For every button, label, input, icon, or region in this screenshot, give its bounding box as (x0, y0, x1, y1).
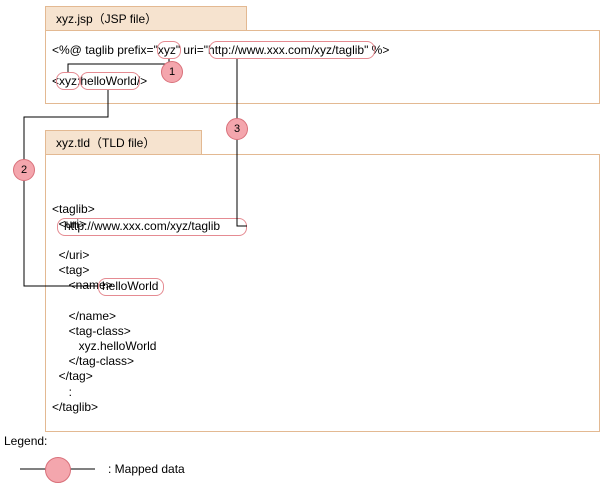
tag-name: helloWorld (80, 74, 137, 88)
jsp-directive-line: <%@ taglib prefix="xyz" uri="http://www.… (52, 43, 389, 58)
connector-uri (236, 59, 247, 227)
mapping-badge-2: 2 (13, 159, 35, 181)
tld-file-tab-label: xyz.tld（TLD file） (56, 136, 156, 150)
jsp-tag-prefix-highlight (56, 72, 80, 90)
jsp-file-tab-label: xyz.jsp（JSP file） (56, 12, 158, 26)
tld-name-value: helloWorld (102, 279, 159, 293)
jsp-uri-highlight (209, 41, 375, 59)
tld-file-panel (45, 154, 600, 432)
tag-colon: : (77, 74, 81, 88)
tld-line: xyz.helloWorld (52, 339, 157, 354)
tld-line: </tag-class> (52, 354, 135, 369)
legend-badge-icon (45, 457, 71, 483)
directive-close: " %> (364, 43, 390, 57)
tld-name-highlight (98, 278, 164, 296)
tld-line: </uri> (52, 247, 90, 262)
tld-line: </tag> (52, 369, 93, 384)
jsp-prefix-highlight (157, 41, 181, 59)
directive-uri-value: http://www.xxx.com/xyz/taglib (208, 43, 365, 57)
tag-close: /> (136, 74, 148, 88)
tld-line: </name> (52, 308, 117, 323)
mapping-badge-3: 3 (226, 118, 248, 140)
tld-line: <uri> (52, 217, 87, 232)
jsp-file-tab: xyz.jsp（JSP file） (45, 6, 247, 30)
jsp-tag-name-highlight (80, 72, 140, 90)
connector-tag-name (23, 90, 109, 287)
directive-open: <%@ taglib prefix=" (52, 43, 158, 57)
tld-uri-highlight (57, 218, 247, 236)
legend-title: Legend: (4, 434, 48, 448)
directive-uri-attr: " uri=" (175, 43, 209, 57)
tld-uri-value: http://www.xxx.com/xyz/taglib (64, 219, 221, 233)
tag-open: < (52, 74, 60, 88)
mapping-badge-1: 1 (161, 61, 183, 83)
tld-file-tab: xyz.tld（TLD file） (45, 130, 202, 154)
tld-line: <tag-class> (52, 323, 131, 338)
tld-line: <taglib> (52, 202, 95, 217)
legend-label: : Mapped data (108, 462, 185, 476)
tld-line: : (52, 384, 73, 399)
tld-line: </taglib> (52, 399, 99, 414)
tld-line: <tag> (52, 263, 90, 278)
jsp-file-panel (45, 30, 600, 104)
connector-prefix (67, 59, 170, 72)
